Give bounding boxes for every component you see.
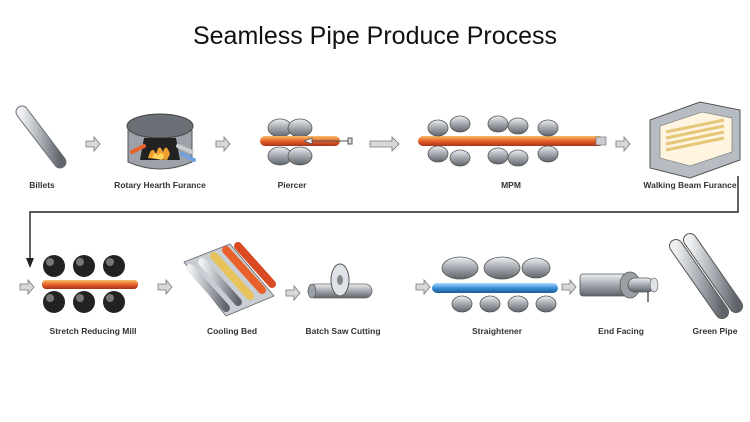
cooling-bed-illustration <box>183 242 276 317</box>
step-label-straightener: Straightener <box>471 326 523 336</box>
flow-arrow-icon <box>285 284 301 302</box>
flow-arrow-icon <box>85 135 101 153</box>
rotary-hearth-furnace-illustration <box>126 113 196 170</box>
straightener-illustration <box>432 256 558 313</box>
end-facing-illustration <box>579 271 659 302</box>
diagram-title: Seamless Pipe Produce Process <box>192 22 558 50</box>
step-label-cooling-bed: Cooling Bed <box>206 326 258 336</box>
step-label-stretch-reducing-mill: Stretch Reducing Mill <box>49 326 137 336</box>
flow-arrow-icon <box>215 135 231 153</box>
step-label-batch-saw-cutting: Batch Saw Cutting <box>305 326 381 336</box>
mpm-illustration <box>418 115 607 167</box>
flow-arrow-icon <box>415 278 431 296</box>
flow-arrow-icon <box>615 135 631 153</box>
flow-arrow-icon <box>561 278 577 296</box>
flow-arrow-icon <box>157 278 173 296</box>
step-label-billets: Billets <box>29 180 55 190</box>
step-label-rotary-hearth-furnace: Rotary Hearth Furance <box>114 180 206 190</box>
batch-saw-cutting-illustration <box>307 263 373 299</box>
billet-illustration <box>15 105 67 169</box>
step-label-end-facing: End Facing <box>598 326 644 336</box>
flow-arrow-icon <box>19 278 35 296</box>
step-label-mpm: MPM <box>501 180 521 190</box>
walking-beam-furnace-illustration <box>629 101 747 179</box>
green-pipe-illustration <box>669 233 743 319</box>
step-label-piercer: Piercer <box>277 180 307 190</box>
piercer-illustration <box>260 118 353 166</box>
flow-arrow-icon <box>369 136 400 152</box>
stretch-reducing-mill-illustration <box>42 255 138 313</box>
step-label-green-pipe: Green Pipe <box>692 326 738 336</box>
step-label-walking-beam-furnace: Walking Beam Furance <box>643 180 737 190</box>
row-connector-arrow <box>26 176 739 268</box>
